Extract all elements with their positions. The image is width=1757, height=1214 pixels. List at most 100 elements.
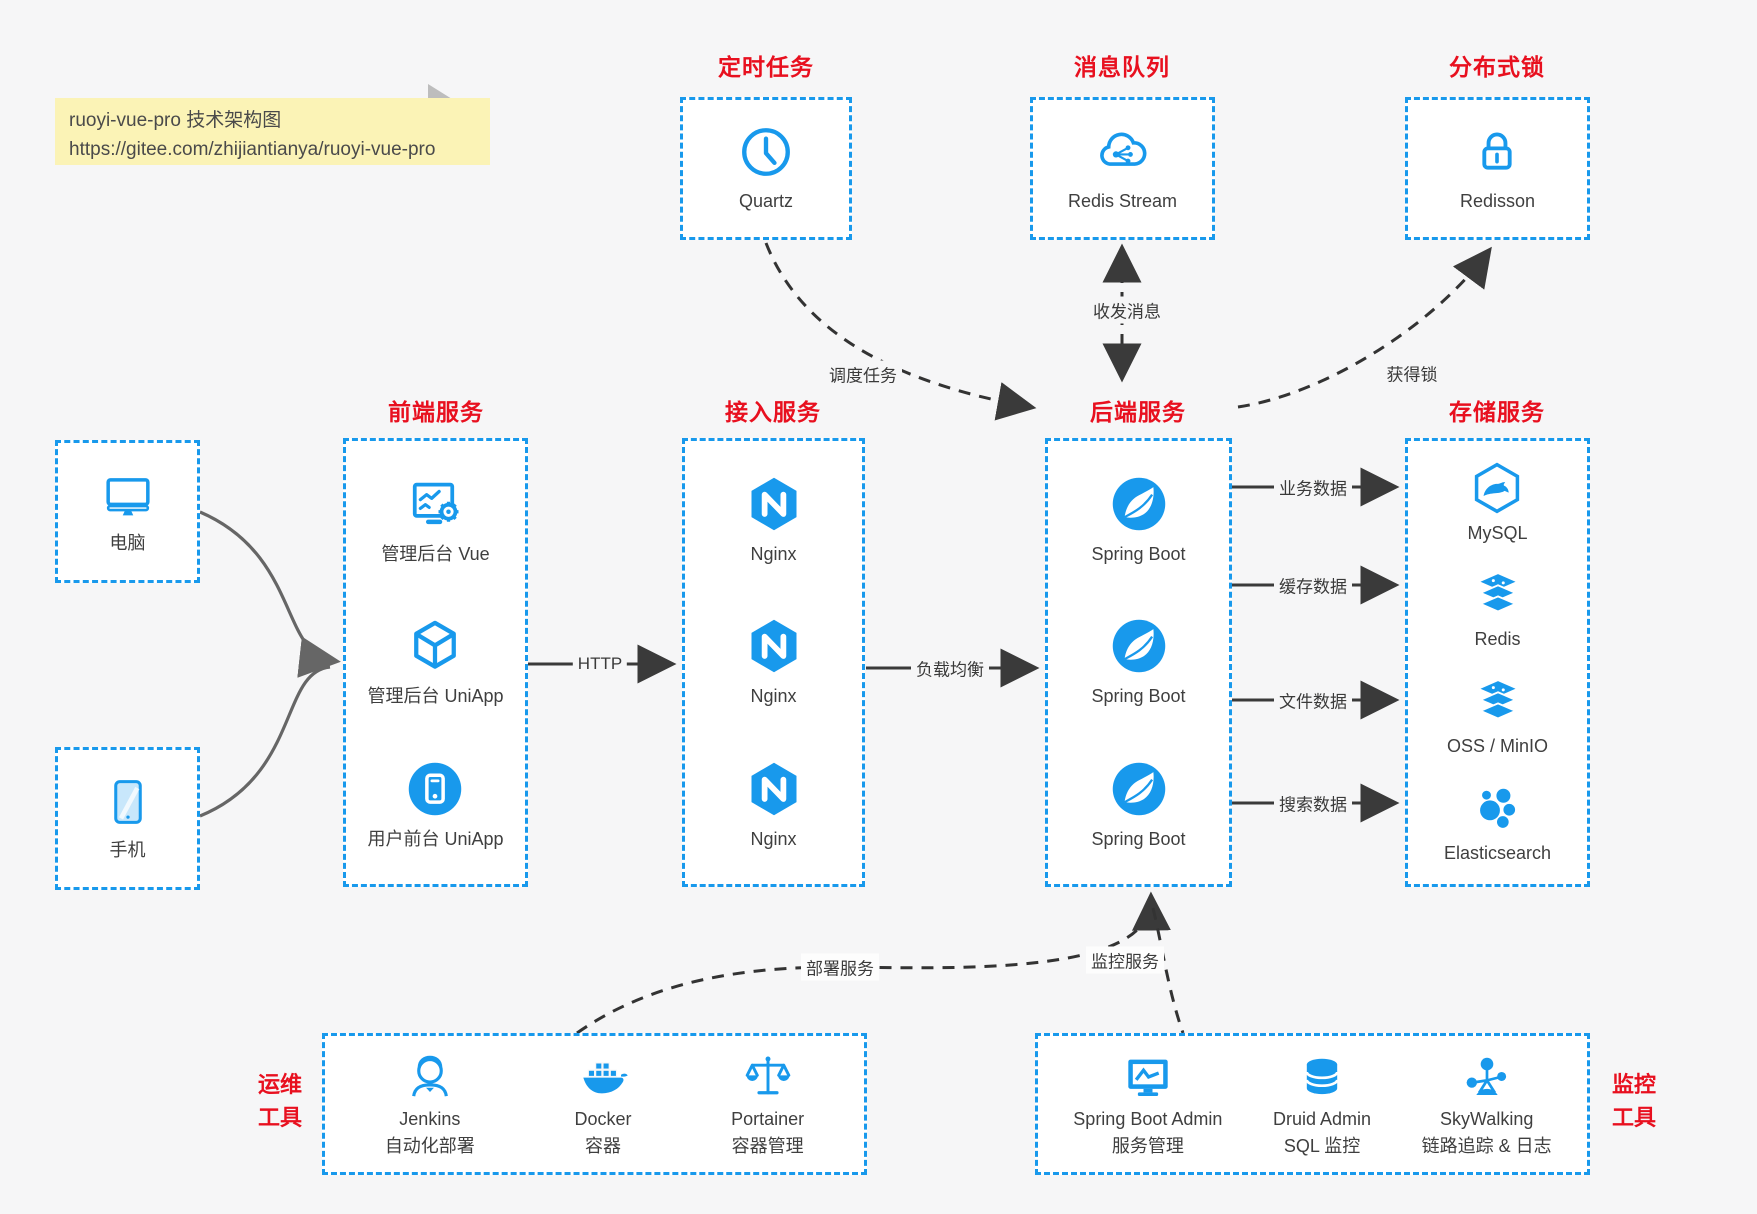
box-lock: Redisson <box>1405 97 1590 240</box>
sticky-note: ruoyi-vue-pro 技术架构图 https://gitee.com/zh… <box>55 98 490 165</box>
side-title-monitoring: 监控 工具 <box>1602 1068 1666 1134</box>
side-title-ops: 运维 工具 <box>248 1068 312 1134</box>
box-client-mobile: 手机 <box>55 747 200 890</box>
edge-label-acquire-lock: 获得锁 <box>1381 359 1443 387</box>
node-label: Redisson <box>1459 191 1536 212</box>
spring-icon <box>1112 620 1165 673</box>
spring-icon <box>1112 762 1165 815</box>
node-springboot-3: Spring Boot <box>1091 759 1186 851</box>
edge-label-deploy-service: 部署服务 <box>801 953 879 981</box>
side-title-line: 监控 <box>1611 1072 1656 1097</box>
tool-name: SkyWalking <box>1439 1108 1534 1129</box>
nginx-icon <box>751 620 796 673</box>
node-admin-vue: 管理后台 Vue <box>381 474 490 566</box>
box-monitoring-tools: Spring Boot Admin 服务管理 Druid Admin SQL 监… <box>1035 1033 1590 1175</box>
nginx-icon <box>751 762 796 815</box>
group-title-mq: 消息队列 <box>1074 54 1170 80</box>
box-client-pc: 电脑 <box>55 440 200 583</box>
node-skywalking: SkyWalking 链路追踪 & 日志 <box>1422 1050 1552 1159</box>
group-title-storage: 存储服务 <box>1449 399 1545 425</box>
node-mobile: 手机 <box>100 774 156 862</box>
tool-name: Druid Admin <box>1273 1108 1372 1129</box>
tool-name: Jenkins <box>399 1108 461 1129</box>
group-title-lock: 分布式锁 <box>1449 54 1545 80</box>
node-druid-admin: Druid Admin SQL 监控 <box>1273 1050 1371 1159</box>
portainer-scales-icon <box>745 1056 790 1095</box>
monitor-chart-icon <box>1128 1059 1168 1096</box>
node-elasticsearch: Elasticsearch <box>1444 780 1551 865</box>
tool-desc: 链路追踪 & 日志 <box>1421 1136 1552 1156</box>
side-title-line: 工具 <box>1611 1105 1656 1130</box>
smartphone-icon <box>113 780 142 825</box>
nginx-icon <box>751 477 796 531</box>
node-label: Spring Boot <box>1091 686 1186 707</box>
side-title-line: 运维 <box>257 1072 302 1097</box>
tool-desc: 容器管理 <box>731 1136 804 1156</box>
tool-name: Docker <box>574 1108 632 1129</box>
node-label: Nginx <box>750 686 797 707</box>
box-storage: MySQL Redis OSS / MinIO <box>1405 438 1590 887</box>
edge-acquire-lock <box>1237 246 1492 409</box>
node-redis-stream: Redis Stream <box>1068 123 1177 213</box>
database-icon <box>1305 1058 1339 1094</box>
admin-vue-icon <box>412 482 458 525</box>
box-mq: Redis Stream <box>1030 97 1215 240</box>
storage-stack-icon <box>1477 681 1518 720</box>
group-title-scheduler: 定时任务 <box>718 54 814 80</box>
edge-pc-to-frontend <box>199 510 341 678</box>
node-label: 用户前台 UniApp <box>367 828 504 849</box>
tool-name: Spring Boot Admin <box>1073 1108 1223 1129</box>
box-ops-tools: Jenkins 自动化部署 Docker 容器 <box>322 1033 867 1175</box>
side-title-line: 工具 <box>257 1105 302 1130</box>
node-nginx-2: Nginx <box>744 616 804 708</box>
node-label: Spring Boot <box>1091 828 1186 849</box>
node-label: Redis Stream <box>1067 191 1178 212</box>
node-label: 管理后台 Vue <box>381 544 490 565</box>
tool-desc: 服务管理 <box>1111 1136 1184 1156</box>
edge-label-file-data: 文件数据 <box>1274 686 1352 714</box>
node-oss-minio: OSS / MinIO <box>1447 673 1548 758</box>
node-redis: Redis <box>1470 566 1526 651</box>
node-quartz: Quartz <box>737 123 795 213</box>
tool-desc: 容器 <box>584 1136 621 1156</box>
node-docker: Docker 容器 <box>574 1050 631 1159</box>
node-label: OSS / MinIO <box>1446 736 1549 757</box>
node-label: Nginx <box>750 544 797 565</box>
node-redisson: Redisson <box>1460 123 1535 213</box>
box-gateway: Nginx Nginx Nginx <box>682 438 865 887</box>
docker-icon <box>583 1062 628 1094</box>
node-nginx-1: Nginx <box>744 474 804 566</box>
note-url: https://gitee.com/zhijiantianya/ruoyi-vu… <box>69 139 436 161</box>
node-label: Spring Boot <box>1091 544 1186 565</box>
node-admin-uniapp: 管理后台 UniApp <box>367 616 504 708</box>
clock-icon <box>742 128 790 177</box>
desktop-icon <box>105 478 150 516</box>
edge-label-monitor-service: 监控服务 <box>1086 946 1164 974</box>
edge-label-load-balance: 负载均衡 <box>911 654 989 682</box>
topology-icon <box>1466 1057 1506 1095</box>
node-label: Redis <box>1474 629 1521 650</box>
node-nginx-3: Nginx <box>744 759 804 851</box>
elasticsearch-icon <box>1480 788 1516 828</box>
lock-icon <box>1482 132 1513 170</box>
node-jenkins: Jenkins 自动化部署 <box>385 1050 475 1159</box>
cloud-stream-icon <box>1100 132 1147 167</box>
node-portainer: Portainer 容器管理 <box>731 1050 804 1159</box>
node-label: 管理后台 UniApp <box>367 686 504 707</box>
redis-stack-icon <box>1477 574 1518 613</box>
node-label: 电脑 <box>109 533 146 554</box>
uniapp-cube-icon <box>414 621 457 670</box>
edge-label-http: HTTP <box>572 653 628 675</box>
node-label: Quartz <box>738 191 794 212</box>
user-app-icon <box>409 762 462 815</box>
node-pc: 电脑 <box>100 467 156 555</box>
edge-mobile-to-frontend <box>199 665 331 818</box>
edge-label-cache-data: 缓存数据 <box>1274 571 1352 599</box>
box-frontend: 管理后台 Vue 管理后台 UniApp 用户前台 UniApp <box>343 438 528 887</box>
spring-icon <box>1112 477 1165 531</box>
node-label: Elasticsearch <box>1443 842 1552 863</box>
tool-name: Portainer <box>731 1108 805 1129</box>
box-scheduler: Quartz <box>680 97 852 240</box>
edge-label-search-data: 搜索数据 <box>1274 789 1352 817</box>
